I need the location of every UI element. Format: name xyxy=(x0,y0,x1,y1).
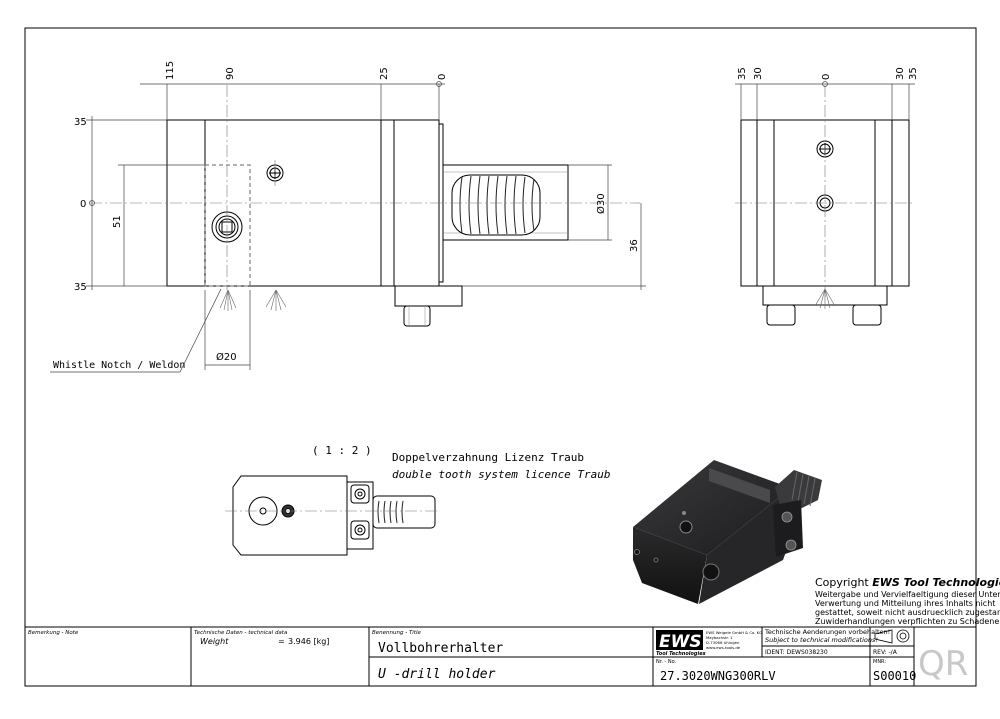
ews-logo: EWS Tool Technologies xyxy=(656,630,706,657)
svg-text:EWS: EWS xyxy=(659,632,702,652)
detail-view-tooth-system xyxy=(225,475,440,556)
side-dim-30-right: 30 xyxy=(895,67,906,80)
sheet-border xyxy=(24,27,977,687)
side-dim-35-right: 35 xyxy=(908,67,919,80)
company-line-3: D-73066 Uhingen xyxy=(706,640,740,645)
whistle-notch-label: Whistle Notch / Weldon xyxy=(53,360,185,371)
title-de: Vollbohrerhalter xyxy=(378,641,503,656)
company-line-4: www.ews-tools.de xyxy=(706,645,741,650)
mnr-value: S00010 xyxy=(873,669,916,683)
isometric-render xyxy=(633,460,822,604)
copyright-block: Copyright EWS Tool Technologies Weiterga… xyxy=(815,576,1000,626)
change-notice-de: Technische Aenderungen vorbehalten! xyxy=(764,628,890,636)
weight-eq: = xyxy=(278,637,285,646)
copyright-line-4: Zuwiderhandlungen verpflichten zu Schade… xyxy=(815,617,1000,626)
front-view xyxy=(90,85,640,327)
dim-dia30: Ø30 xyxy=(595,193,607,214)
tooth-system-de: Doppelverzahnung Lizenz Traub xyxy=(392,451,584,464)
detail-labels: ( 1 : 2 ) Doppelverzahnung Lizenz Traub … xyxy=(312,444,611,481)
dim-115: 115 xyxy=(165,61,176,80)
side-dimensions xyxy=(735,81,915,120)
shank-serration xyxy=(451,174,541,236)
copyright-line-1: Weitergabe und Vervielfaeltigung dieser … xyxy=(815,590,1000,599)
side-view xyxy=(735,85,915,326)
title-en: U -drill holder xyxy=(378,667,496,682)
copyright-title: Copyright EWS Tool Technologies xyxy=(815,576,1000,589)
dim-0: 0 xyxy=(437,74,448,80)
dim-dia20: Ø20 xyxy=(216,351,237,363)
nr-label: Nr. - No. xyxy=(656,659,677,665)
projection-symbol xyxy=(874,629,910,644)
tech-data-label: Technische Daten - technical data xyxy=(194,630,288,636)
dim-90: 90 xyxy=(225,67,236,80)
front-dimensions xyxy=(50,81,646,373)
dim-left-35-top: 35 xyxy=(74,117,87,128)
part-number: 27.3020WNG300RLV xyxy=(660,669,776,683)
qr-placeholder: QR xyxy=(918,644,968,684)
ident: IDENT: DEWS038230 xyxy=(765,649,828,656)
weight-value: 3.946 [kg] xyxy=(288,637,329,646)
title-block-texts: Bemerkung - Note Technische Daten - tech… xyxy=(28,628,968,684)
company-line-2: Maybachstr. 1 xyxy=(706,635,733,640)
title-block xyxy=(25,626,976,686)
side-dim-35-left: 35 xyxy=(737,67,748,80)
mnr-label: MNR: xyxy=(873,659,886,665)
side-dim-texts: 35 30 0 30 35 xyxy=(737,67,919,80)
company-line-1: EWS Weigele GmbH & Co. KG xyxy=(706,630,762,635)
note-label: Bemerkung - Note xyxy=(28,630,79,636)
title-label: Benennung - Title xyxy=(372,630,422,636)
tooth-system-en: double tooth system licence Traub xyxy=(392,468,611,481)
dim-left-35-bottom: 35 xyxy=(74,282,87,293)
revision: REV: -/A xyxy=(873,649,898,656)
dim-left-0: 0 xyxy=(80,199,86,210)
copyright-line-2: Verwertung und Mitteilung ihres Inhalts … xyxy=(815,599,995,608)
change-notice-en: Subject to technical modifications! xyxy=(765,636,878,644)
scale-label: ( 1 : 2 ) xyxy=(312,444,372,457)
dim-36: 36 xyxy=(629,239,640,252)
side-dim-30-left: 30 xyxy=(753,67,764,80)
svg-text:Tool Technologies: Tool Technologies xyxy=(656,651,706,657)
copyright-line-3: gestattet, soweit nicht ausdruecklich zu… xyxy=(815,608,1000,617)
weight-label: Weight xyxy=(200,637,229,646)
dim-51: 51 xyxy=(112,215,123,228)
dim-25: 25 xyxy=(379,67,390,80)
side-dim-0: 0 xyxy=(821,74,832,80)
front-dim-texts: 115 90 25 0 35 0 35 51 Ø30 36 Ø20 Whistl… xyxy=(53,61,640,371)
